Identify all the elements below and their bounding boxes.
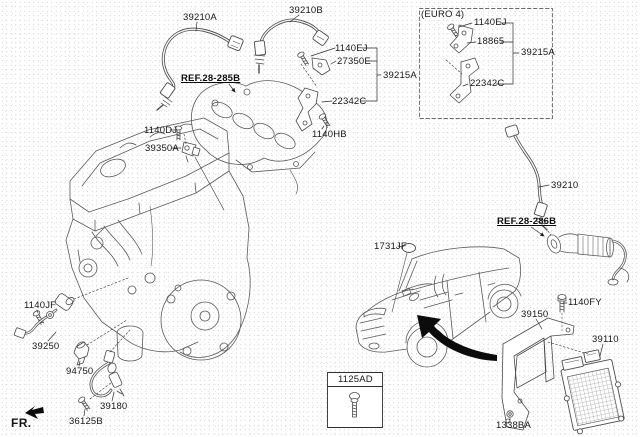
part-label-18865: 18865 [477,36,505,47]
part-label-1338ba: 1338BA [496,420,532,431]
part-label-1140ej: 1140EJ [335,43,368,54]
part-label-1140jf: 1140JF [24,300,57,311]
part-label-1731jf: 1731JF [374,241,407,252]
bolt-1140jf [32,310,45,325]
oil-pressure-switch-94750 [73,341,90,366]
engine-illustration [65,117,251,362]
bolt-1338ba [506,410,514,418]
oxygen-sensor-39210 [504,124,555,241]
part-label-39110: 39110 [592,334,619,345]
part-label-39215a: 39215A [521,47,555,58]
exhaust-pipe-illustration [546,233,630,286]
part-label-94750: 94750 [66,366,94,377]
part-label-22342c: 22342C [470,78,505,89]
part-label-39150: 39150 [521,309,549,320]
hardware-box-1125ad [327,372,383,428]
oxygen-sensor-39210b [253,18,329,74]
part-label-euro-4: (EURO 4) [421,9,465,20]
crankshaft-sensor-39180 [89,350,125,398]
part-label-39350a: 39350A [145,143,179,154]
bolt-1140hb [318,113,331,128]
euro4-option-box [419,8,553,119]
fr-direction-arrow [25,406,44,419]
part-label-39210b: 39210B [289,5,323,16]
grommet-1731jf [391,243,416,313]
bracket-22342c [295,87,319,132]
bracket-22342c-euro [449,57,480,104]
location-arrow [417,315,497,361]
vehicle-illustration [355,246,522,368]
bracket-27350e [311,57,331,76]
part-label-1125ad: 1125AD [338,374,373,385]
part-label-36125b: 36125B [69,416,103,427]
part-label-1140dj: 1140DJ [144,125,178,136]
part-label-39210a: 39210A [183,12,217,23]
ecu-39110 [560,349,625,435]
part-label-39180: 39180 [100,401,128,412]
bolt-1140fy [557,294,567,334]
part-label-1140ej: 1140EJ [474,17,507,28]
bolt-1140dj [175,125,182,141]
bolt-1140ej [297,51,309,66]
part-label-27350e: 27350E [337,56,371,67]
ecu-bracket-39150 [501,317,575,431]
leader-lines [36,14,604,421]
part-label-1140hb: 1140HB [312,129,347,140]
bracket-18865 [449,24,474,54]
part-label-39215a: 39215A [383,70,417,81]
part-label-ref-28-286b[interactable]: REF.28-286B [497,216,557,227]
exhaust-manifold-illustration [191,80,328,195]
camshaft-sensor-39350a [181,141,201,163]
part-label-1140fy: 1140FY [568,297,602,308]
part-label-39250: 39250 [32,341,60,352]
oxygen-sensor-39210a [156,27,244,111]
part-label-39210: 39210 [551,180,579,191]
part-label-fr: FR. [11,416,32,430]
bolt-36125b [78,396,91,411]
part-label-ref-28-285b[interactable]: REF.28-285B [181,73,241,84]
knock-sensor-39250 [13,293,75,339]
part-label-22342c: 22342C [332,96,367,107]
bolt-1140ej-euro [447,23,460,38]
